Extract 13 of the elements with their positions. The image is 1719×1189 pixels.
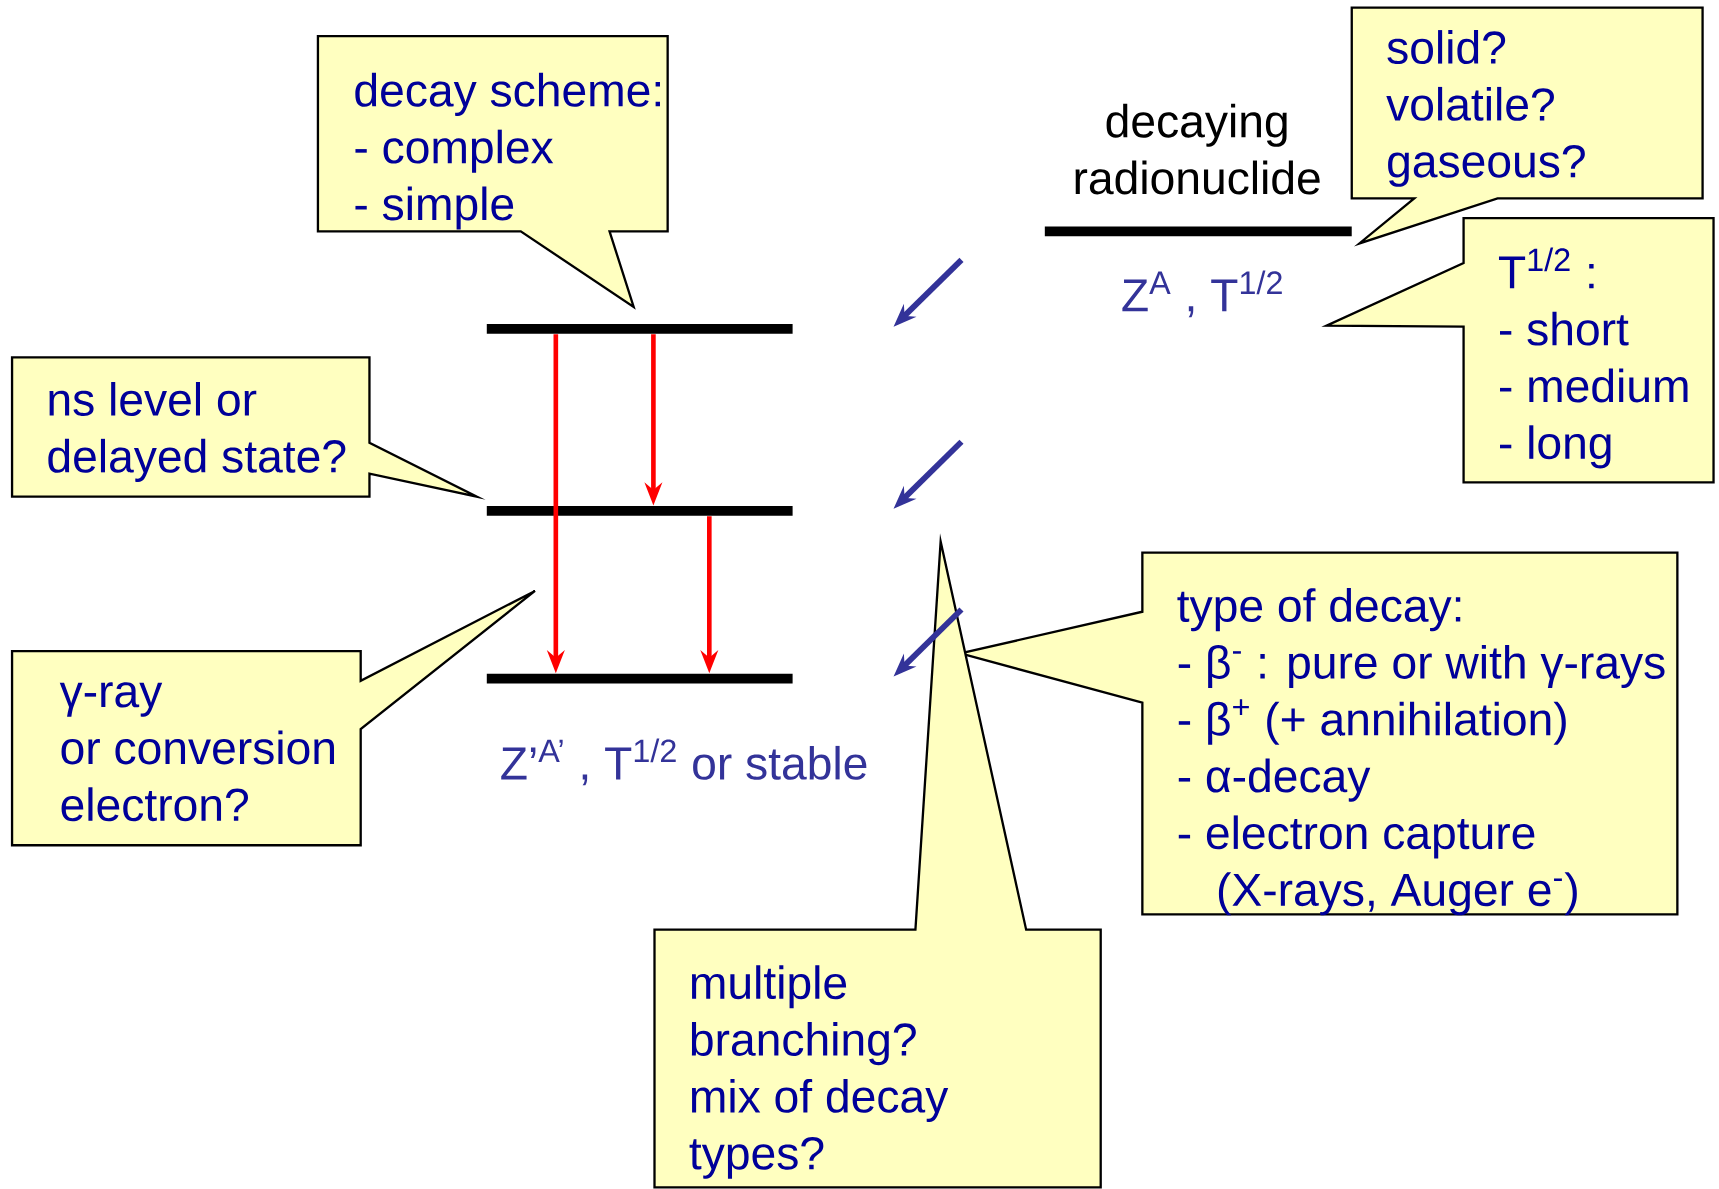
node-label: gaseous? [1388, 144, 1585, 187]
callout-box: T$^{1/2}$ : - short - medium - long [1321, 216, 1715, 484]
level-caption: Z$^{A}$ , T$^{1/2}$ [1122, 270, 1282, 317]
node-label: solid? [1387, 29, 1506, 64]
callout-box: ns level or delayed state? [10, 356, 486, 500]
level-label: decaying radionuclide [1075, 103, 1320, 195]
node-label: volatile? [1386, 86, 1554, 121]
energy-level [1044, 226, 1352, 236]
energy-level [486, 673, 793, 684]
energy-level [486, 505, 793, 516]
energy-level [486, 323, 793, 334]
callout-box: decay scheme: - complex - simple [316, 34, 669, 310]
callout-box: solid? volatile? gaseous? [1350, 6, 1704, 247]
